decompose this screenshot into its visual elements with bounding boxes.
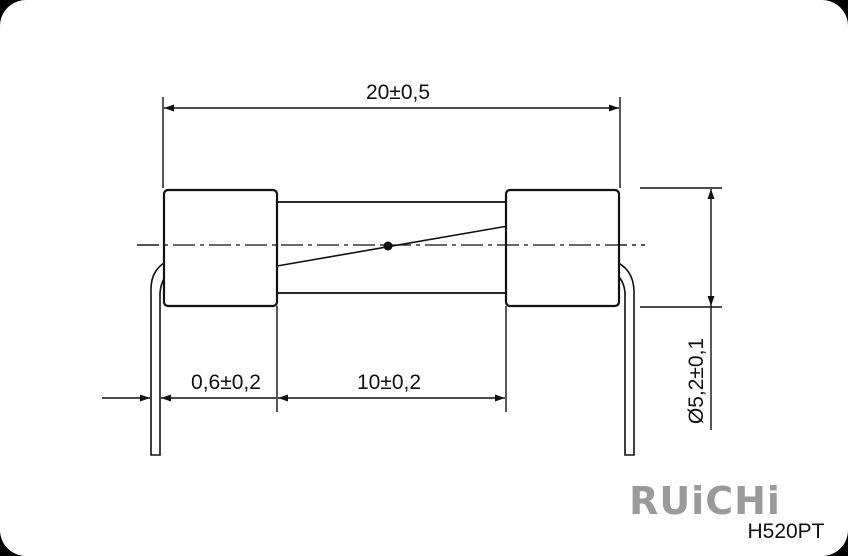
label-diameter: Ø5,2±0,1 — [685, 338, 708, 424]
center-dot — [383, 241, 393, 251]
left-end-cap — [162, 188, 279, 308]
label-overall-length: 20±0,5 — [366, 81, 430, 104]
label-lead-spacing: 10±0,2 — [357, 371, 421, 394]
glass-tube — [273, 201, 510, 294]
right-end-cap — [504, 188, 621, 308]
brand-logo: RUiCHi — [629, 479, 781, 523]
label-lead-offset: 0,6±0,2 — [191, 371, 261, 394]
model-number: H520PT — [747, 520, 824, 543]
